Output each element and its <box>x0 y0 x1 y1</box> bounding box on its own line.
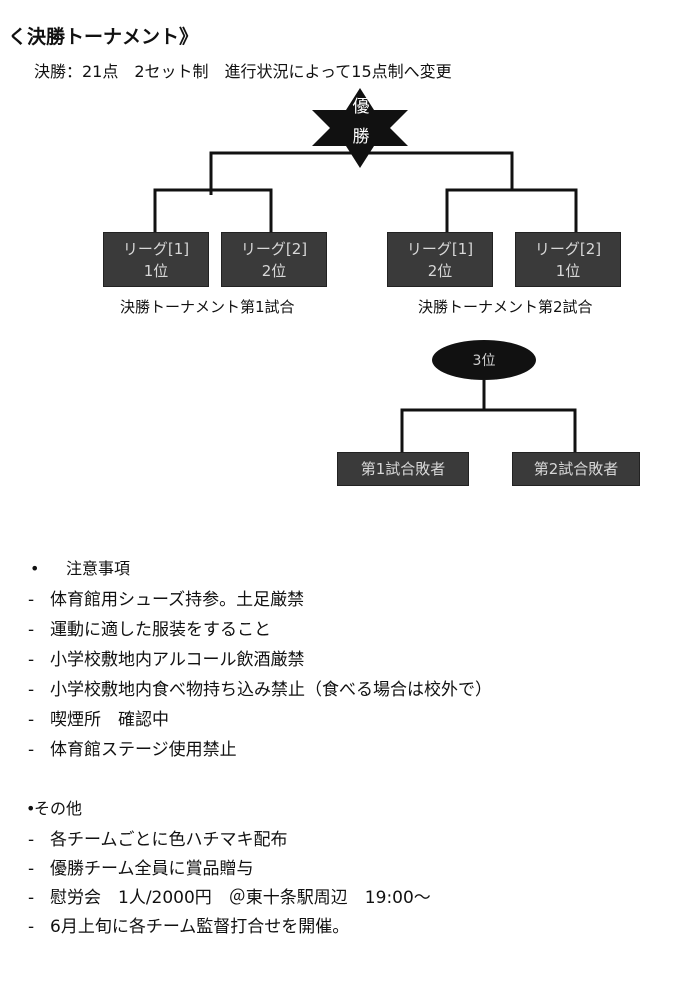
notes-item-text: 体育館用シューズ持参。土足厳禁 <box>50 590 305 610</box>
notes-item: -運動に適した服装をすること <box>28 615 271 640</box>
dash-marker: - <box>28 650 35 670</box>
third-place-label: 3位 <box>472 353 496 369</box>
match2-label: 決勝トーナメント第2試合 <box>418 298 593 316</box>
team-league: リーグ[1] <box>406 239 474 258</box>
third-place-connector <box>400 380 486 452</box>
others-item-text: 各チームごとに色ハチマキ配布 <box>50 830 288 850</box>
dash-marker: - <box>28 917 35 937</box>
dash-marker: - <box>28 859 35 879</box>
loser-box-match2: 第2試合敗者 <box>512 452 640 486</box>
champion-char-1: 優 <box>352 97 370 117</box>
others-item-text: 慰労会 1人/2000円 ＠東十条駅周辺 19:00〜 <box>50 888 431 908</box>
bracket-lines <box>153 88 578 452</box>
team-rank: 2位 <box>427 261 453 280</box>
others-heading: •その他 <box>26 795 82 819</box>
loser-box-match1: 第1試合敗者 <box>337 452 469 486</box>
section-heading: く決勝トーナメント》 <box>8 22 198 49</box>
dash-marker: - <box>28 590 35 610</box>
title-prefix: く <box>8 26 28 48</box>
team-box-match1-left: リーグ[1] 1位 <box>103 232 209 287</box>
others-heading-text: その他 <box>34 799 83 818</box>
bullet-icon: • <box>30 559 40 578</box>
others-item: -慰労会 1人/2000円 ＠東十条駅周辺 19:00〜 <box>28 883 431 908</box>
notes-item-text: 喫煙所 確認中 <box>50 710 169 730</box>
loser-label: 第2試合敗者 <box>533 460 619 478</box>
others-item-text: 優勝チーム全員に賞品贈与 <box>50 859 254 879</box>
notes-item: -体育館用シューズ持参。土足厳禁 <box>28 585 304 610</box>
champion-label: 優 勝 <box>350 92 372 152</box>
team-rank: 1位 <box>555 261 581 280</box>
third-place-connector-right <box>484 408 577 452</box>
team-league: リーグ[2] <box>240 239 308 258</box>
others-item: -各チームごとに色ハチマキ配布 <box>28 825 288 850</box>
final-connector <box>209 151 514 195</box>
notes-item: -小学校敷地内食べ物持ち込み禁止（食べる場合は校外で） <box>28 675 492 700</box>
dash-marker: - <box>28 710 35 730</box>
bullet-icon: • <box>26 799 36 818</box>
team-box-match2-right: リーグ[2] 1位 <box>515 232 621 287</box>
notes-item-text: 運動に適した服装をすること <box>50 620 271 640</box>
notes-heading-text: 注意事項 <box>66 559 131 578</box>
team-box-match1-right: リーグ[2] 2位 <box>221 232 327 287</box>
dash-marker: - <box>28 830 35 850</box>
match2-connector <box>445 188 578 232</box>
third-place-oval <box>432 340 536 380</box>
notes-item: -喫煙所 確認中 <box>28 705 169 730</box>
champion-char-2: 勝 <box>352 127 370 147</box>
match1-label: 決勝トーナメント第1試合 <box>120 298 295 316</box>
team-rank: 1位 <box>143 261 169 280</box>
team-rank: 2位 <box>261 261 287 280</box>
dash-marker: - <box>28 620 35 640</box>
dash-marker: - <box>28 680 35 700</box>
notes-item-text: 小学校敷地内アルコール飲酒厳禁 <box>50 650 305 670</box>
dash-marker: - <box>28 740 35 760</box>
loser-label: 第1試合敗者 <box>360 460 446 478</box>
others-item-text: 6月上旬に各チーム監督打合せを開催。 <box>50 917 350 937</box>
dash-marker: - <box>28 888 35 908</box>
champion-star-shape <box>312 88 408 168</box>
notes-item-text: 小学校敷地内食べ物持ち込み禁止（食べる場合は校外で） <box>50 680 492 700</box>
notes-item: -小学校敷地内アルコール飲酒厳禁 <box>28 645 305 670</box>
notes-item: -体育館ステージ使用禁止 <box>28 735 237 760</box>
notes-heading: • 注意事項 <box>30 555 130 579</box>
team-league: リーグ[2] <box>534 239 602 258</box>
team-box-match2-left: リーグ[1] 2位 <box>387 232 493 287</box>
match1-connector <box>153 188 273 232</box>
others-item: -優勝チーム全員に賞品贈与 <box>28 854 254 879</box>
team-league: リーグ[1] <box>122 239 190 258</box>
notes-item-text: 体育館ステージ使用禁止 <box>50 740 237 760</box>
rule-text: 決勝：21点 2セット制 進行状況によって15点制へ変更 <box>34 62 452 81</box>
others-item: -6月上旬に各チーム監督打合せを開催。 <box>28 912 349 937</box>
page-title: 決勝トーナメント》 <box>27 26 199 48</box>
